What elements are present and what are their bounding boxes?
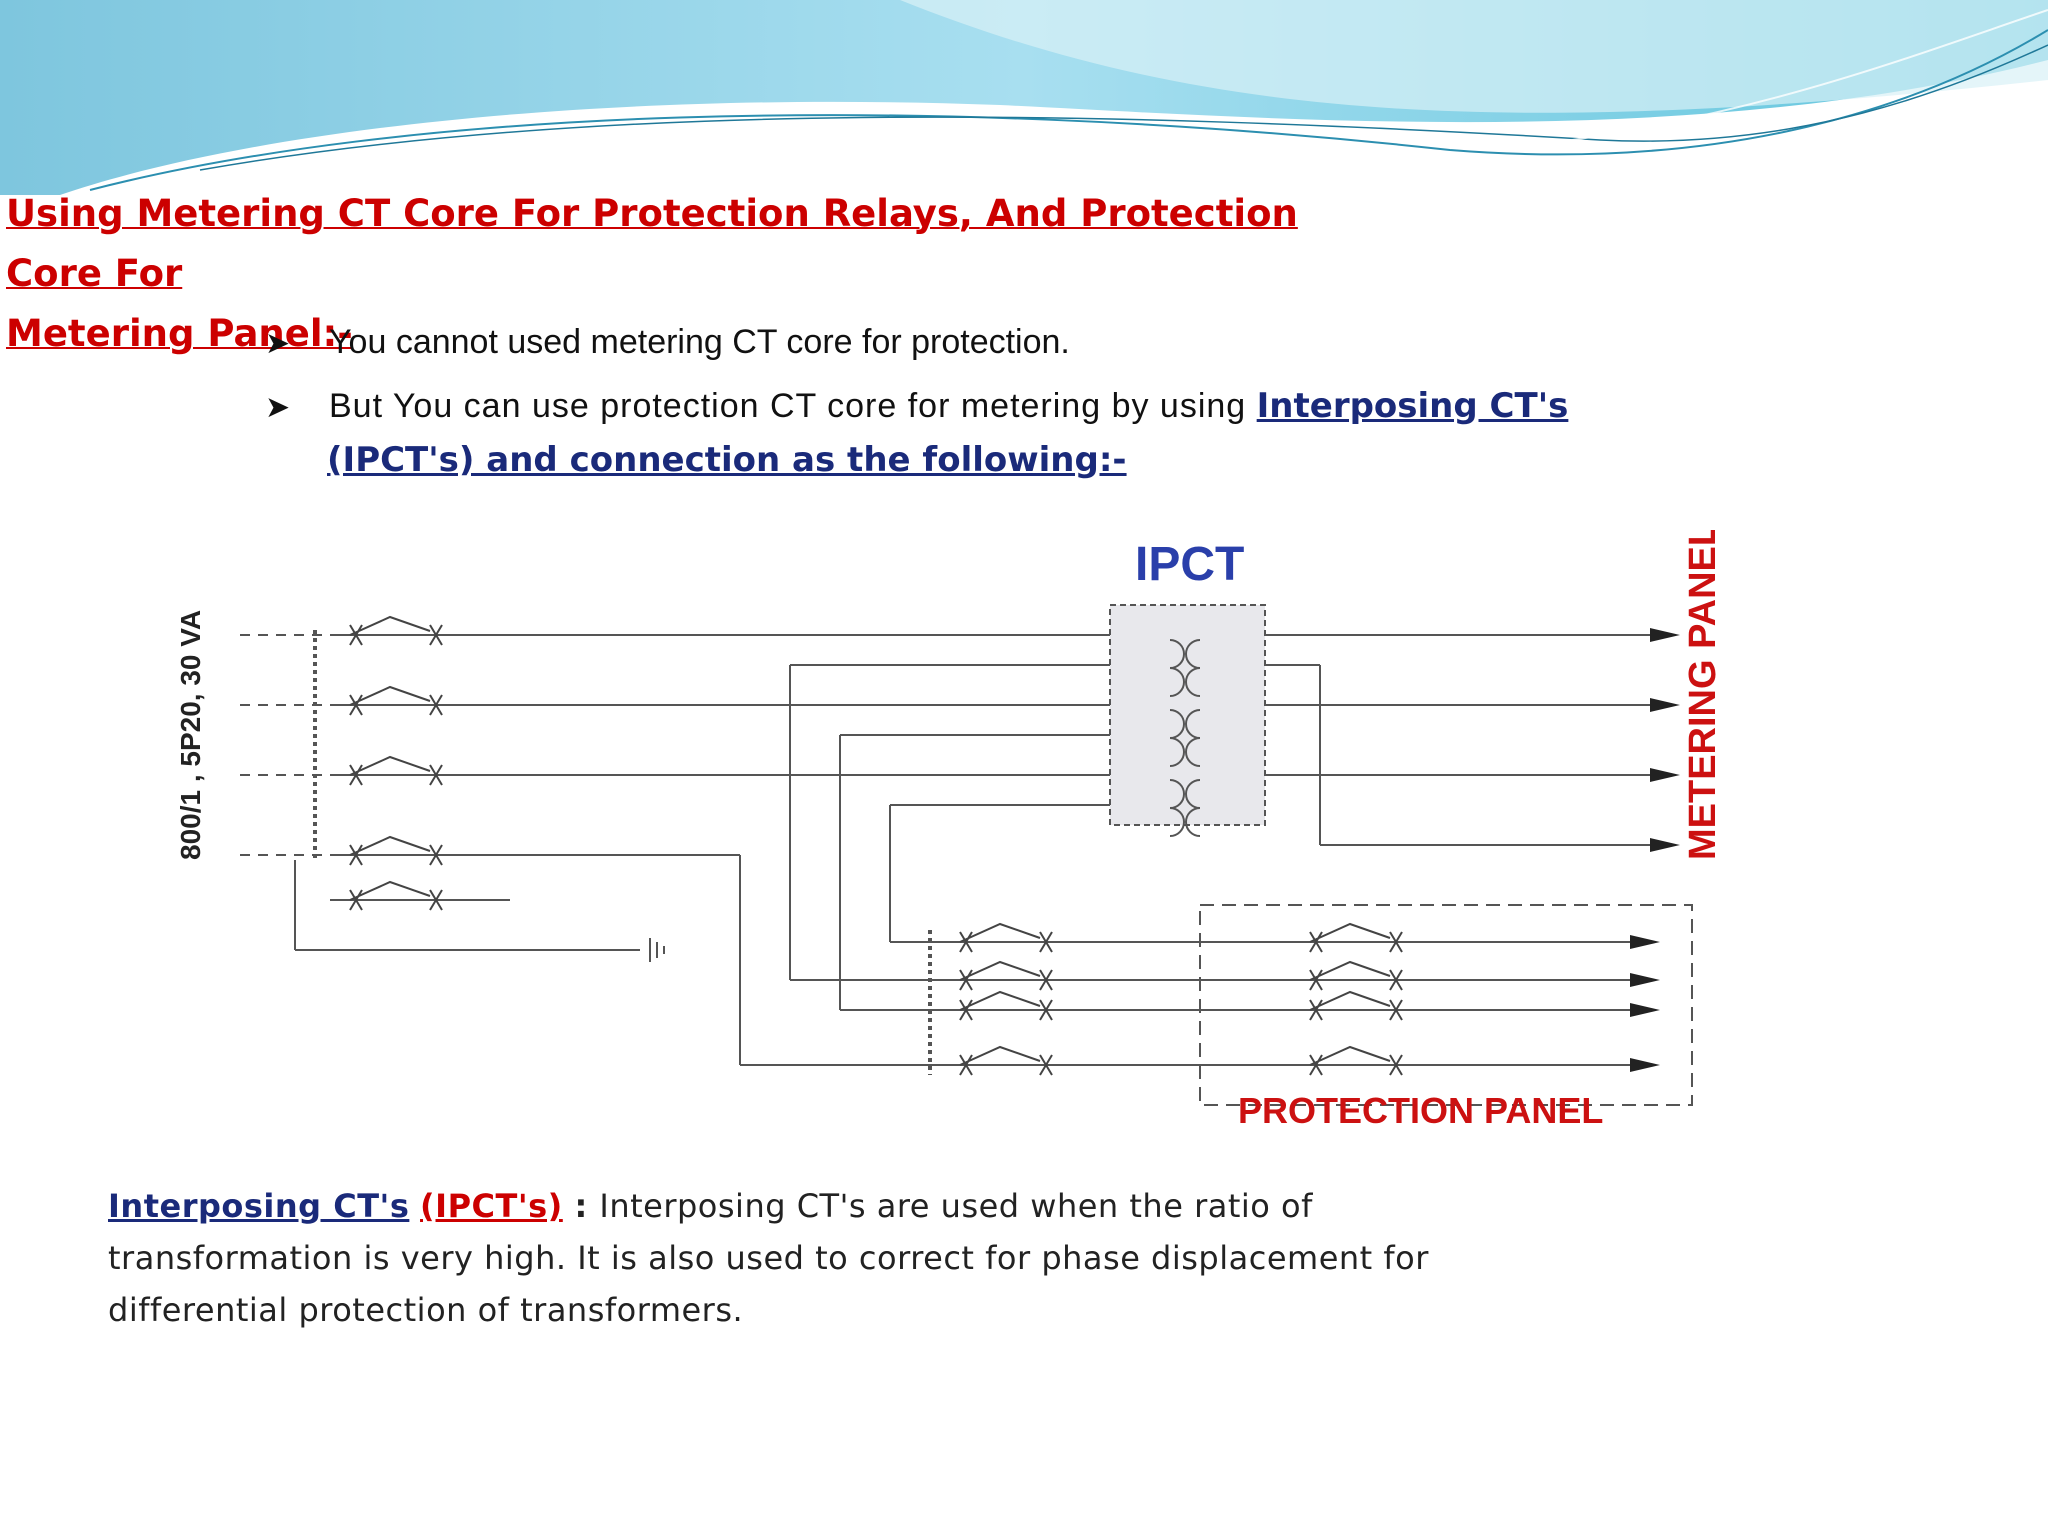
- definition-colon: :: [562, 1187, 600, 1225]
- definition-line2: transformation is very high. It is also …: [108, 1239, 1429, 1277]
- metering-panel-label: METERING PANEL: [1682, 530, 1720, 860]
- definition-line1: Interposing CT's are used when the ratio…: [599, 1187, 1313, 1225]
- definition-term-abbrev: (IPCT's): [420, 1187, 563, 1225]
- ipct-label: IPCT: [1135, 538, 1244, 591]
- ct-rating-label: 800/1 , 5P20, 30 VA: [175, 610, 206, 860]
- slide-title-line1: Using Metering CT Core For Protection Re…: [6, 192, 1298, 295]
- arrow-bullet-icon: ➤: [265, 391, 291, 424]
- bullet-item-1: ➤ You cannot used metering CT core for pr…: [265, 316, 1070, 370]
- interposing-cts-link: Interposing CT's: [1256, 386, 1569, 426]
- arrow-bullet-icon: ➤: [265, 327, 291, 360]
- slide-title-line2: Metering Panel:-: [6, 312, 353, 355]
- header-wave-decoration: [0, 0, 2048, 195]
- bullet-2-text: But You can use protection CT core for m…: [329, 387, 1257, 425]
- definition-paragraph: Interposing CT's (IPCT's) : Interposing …: [108, 1180, 1708, 1336]
- slide-title: Using Metering CT Core For Protection Re…: [6, 184, 1326, 364]
- bullet-item-2: ➤ But You can use protection CT core for …: [265, 380, 1805, 486]
- bullet-1-text: You cannot used metering CT core for pro…: [329, 323, 1070, 361]
- protection-panel-label: PROTECTION PANEL: [1238, 1090, 1603, 1131]
- definition-line3: differential protection of transformers.: [108, 1291, 744, 1329]
- ipct-connection-link: (IPCT's) and connection as the following…: [327, 440, 1127, 480]
- definition-term: Interposing CT's: [108, 1187, 410, 1225]
- ipct-wiring-diagram: IPCT METERING PANEL PROTECTION PANEL 800…: [175, 530, 1720, 1131]
